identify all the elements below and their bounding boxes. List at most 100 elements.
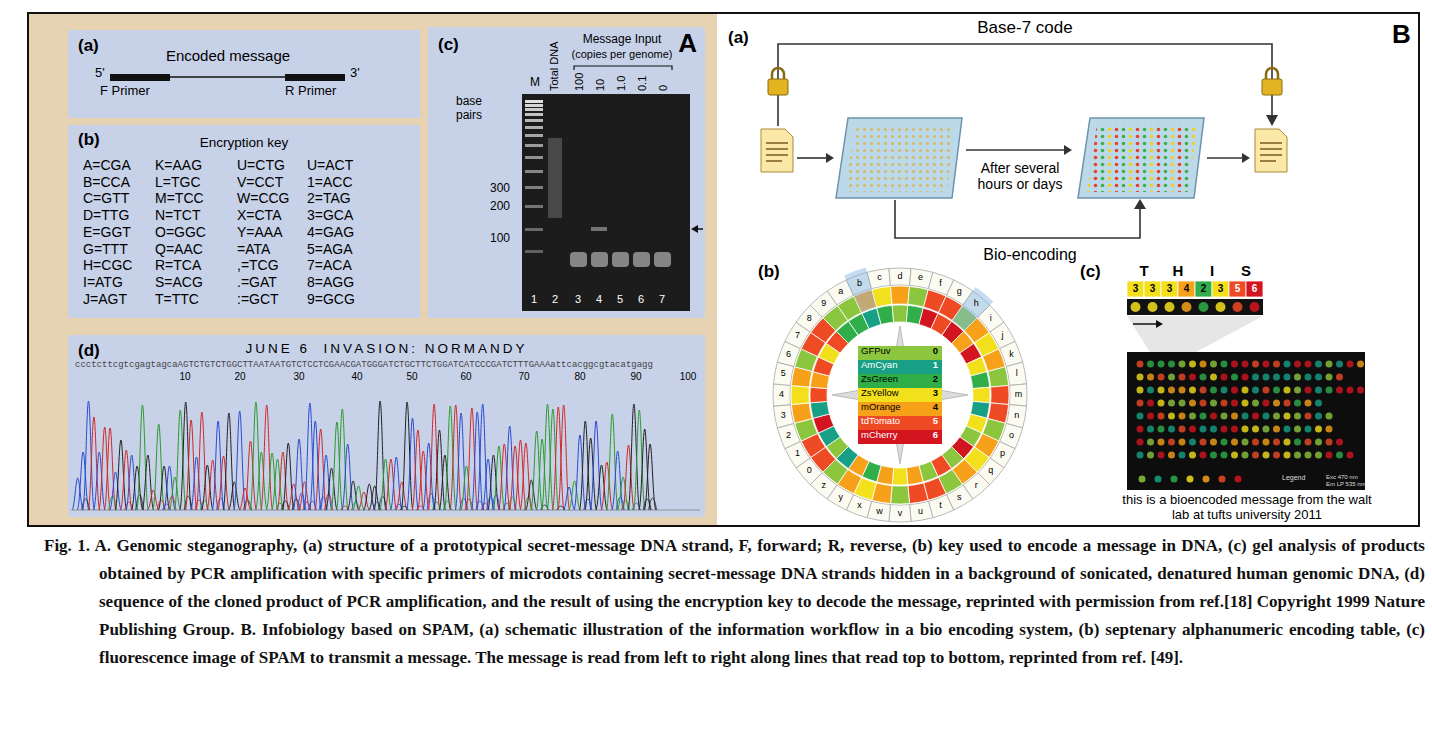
fluorescent-dot bbox=[1294, 426, 1301, 433]
fluorescent-dot bbox=[1200, 413, 1207, 420]
ring-character: 1 bbox=[795, 448, 800, 458]
trace-peak bbox=[320, 455, 332, 510]
code-digit: 3 bbox=[1150, 283, 1156, 295]
fluorescent-dot bbox=[1273, 374, 1280, 381]
fluorescent-dot bbox=[1284, 400, 1291, 407]
fluorescent-dot bbox=[1147, 400, 1154, 407]
ring-character: b bbox=[857, 278, 862, 288]
code-cell bbox=[1246, 281, 1263, 297]
fluorescent-dot bbox=[1189, 374, 1196, 381]
key-entry: Y=AAA bbox=[237, 224, 283, 240]
trace-peak bbox=[601, 462, 613, 510]
fluorescent-dot bbox=[1147, 452, 1154, 459]
fluorescent-dot bbox=[1179, 387, 1186, 394]
trace-peak bbox=[390, 457, 402, 510]
fluorescent-dot bbox=[1273, 387, 1280, 394]
color-code-row: tdTomato5 bbox=[858, 416, 942, 430]
color-code-row: AmCyan1 bbox=[858, 360, 942, 374]
fluorescent-dot bbox=[1273, 361, 1280, 368]
code-digit: 3 bbox=[1133, 283, 1139, 295]
ladder-band bbox=[525, 205, 543, 208]
code-digit: 5 bbox=[1235, 283, 1241, 295]
fluorescent-dot bbox=[1315, 387, 1322, 394]
ring-character: i bbox=[990, 313, 992, 323]
ladder-band bbox=[525, 119, 543, 122]
trace-peak bbox=[347, 481, 359, 510]
trace-peak bbox=[142, 455, 154, 510]
fluorescent-dot bbox=[1137, 452, 1144, 459]
ring-character: y bbox=[839, 492, 844, 502]
trace-peak bbox=[272, 459, 284, 510]
panel-letter: (b) bbox=[78, 130, 100, 150]
fluorescent-dot bbox=[1294, 374, 1301, 381]
lock-shackle bbox=[772, 68, 784, 80]
trace-peak bbox=[93, 452, 105, 510]
protein-name: tdTomato bbox=[861, 416, 900, 427]
fluorescent-dot bbox=[1252, 426, 1259, 433]
protein-name: GFPuv bbox=[861, 346, 891, 357]
fluorescent-dot bbox=[1326, 413, 1333, 420]
fluorescent-dot bbox=[1137, 413, 1144, 420]
fluorescent-dot bbox=[1147, 387, 1154, 394]
ring-character: 2 bbox=[786, 430, 791, 440]
slide-dots bbox=[1087, 124, 1197, 192]
fluorescent-dot bbox=[1305, 361, 1312, 368]
ring-character: o bbox=[1009, 430, 1014, 440]
fluorescent-dot bbox=[1210, 400, 1217, 407]
code-digit: 4 bbox=[933, 402, 938, 413]
trace-peak bbox=[245, 441, 257, 510]
trace-peak bbox=[590, 421, 602, 510]
trace-noise bbox=[379, 496, 387, 510]
trace-peak bbox=[299, 482, 311, 510]
lane-number: 6 bbox=[638, 293, 644, 306]
base-position: 80 bbox=[574, 371, 585, 383]
fluorescent-dot bbox=[1231, 426, 1238, 433]
trace-peak bbox=[228, 482, 240, 510]
trace-peak bbox=[234, 411, 246, 510]
ladder-band bbox=[525, 156, 543, 159]
ring-character: f bbox=[939, 278, 942, 288]
document-page bbox=[761, 129, 793, 172]
fluorescent-dot bbox=[1305, 374, 1312, 381]
gel-image bbox=[522, 94, 690, 311]
fluorescent-dot bbox=[1200, 387, 1207, 394]
trace-peak bbox=[342, 444, 354, 510]
trace-peak bbox=[574, 435, 586, 510]
fluorescent-dot bbox=[1336, 452, 1343, 459]
trace-noise bbox=[319, 497, 327, 510]
fluorescent-dot bbox=[1137, 387, 1144, 394]
primer-block bbox=[285, 74, 345, 81]
fluorescent-dot bbox=[1263, 374, 1270, 381]
code-digit: 3 bbox=[1167, 283, 1173, 295]
lane-number: 7 bbox=[659, 293, 665, 306]
fluorescent-dot bbox=[1284, 413, 1291, 420]
fluorescent-dot bbox=[1179, 413, 1186, 420]
fluorescent-dot bbox=[1315, 413, 1322, 420]
base-position: 10 bbox=[179, 371, 190, 383]
sequence-text: ccctcttcgtcgagtagcaAGTCTGTCTGGCTTAATAATG… bbox=[75, 360, 653, 370]
ring-character: u bbox=[918, 506, 923, 516]
fluorescent-dot bbox=[1168, 413, 1175, 420]
dna-smear bbox=[548, 138, 562, 218]
key-entry: 8=AGG bbox=[307, 274, 354, 290]
protein-name: ZsYellow bbox=[861, 388, 899, 399]
trace-peak bbox=[77, 452, 89, 510]
fluorescent-dot bbox=[1189, 387, 1196, 394]
fluorescent-dot bbox=[1242, 387, 1249, 394]
ladder-band bbox=[525, 100, 543, 103]
color-code-row: ZsYellow3 bbox=[858, 388, 942, 402]
fluorescent-dot bbox=[1189, 361, 1196, 368]
fluorescent-dot bbox=[1242, 400, 1249, 407]
arrow-head bbox=[1134, 199, 1146, 209]
key-entry: M=TCC bbox=[155, 190, 204, 206]
document-page bbox=[1255, 129, 1287, 172]
fluorescent-dot bbox=[1231, 374, 1238, 381]
base-position: 40 bbox=[351, 371, 362, 383]
fluorescent-dot bbox=[1137, 400, 1144, 407]
fluorescent-dot bbox=[1315, 374, 1322, 381]
key-entry: Q=AAC bbox=[155, 241, 203, 257]
fluorescent-dot bbox=[1315, 426, 1322, 433]
legend-note: Legend bbox=[1282, 474, 1305, 482]
message-letter: S bbox=[1241, 262, 1251, 279]
